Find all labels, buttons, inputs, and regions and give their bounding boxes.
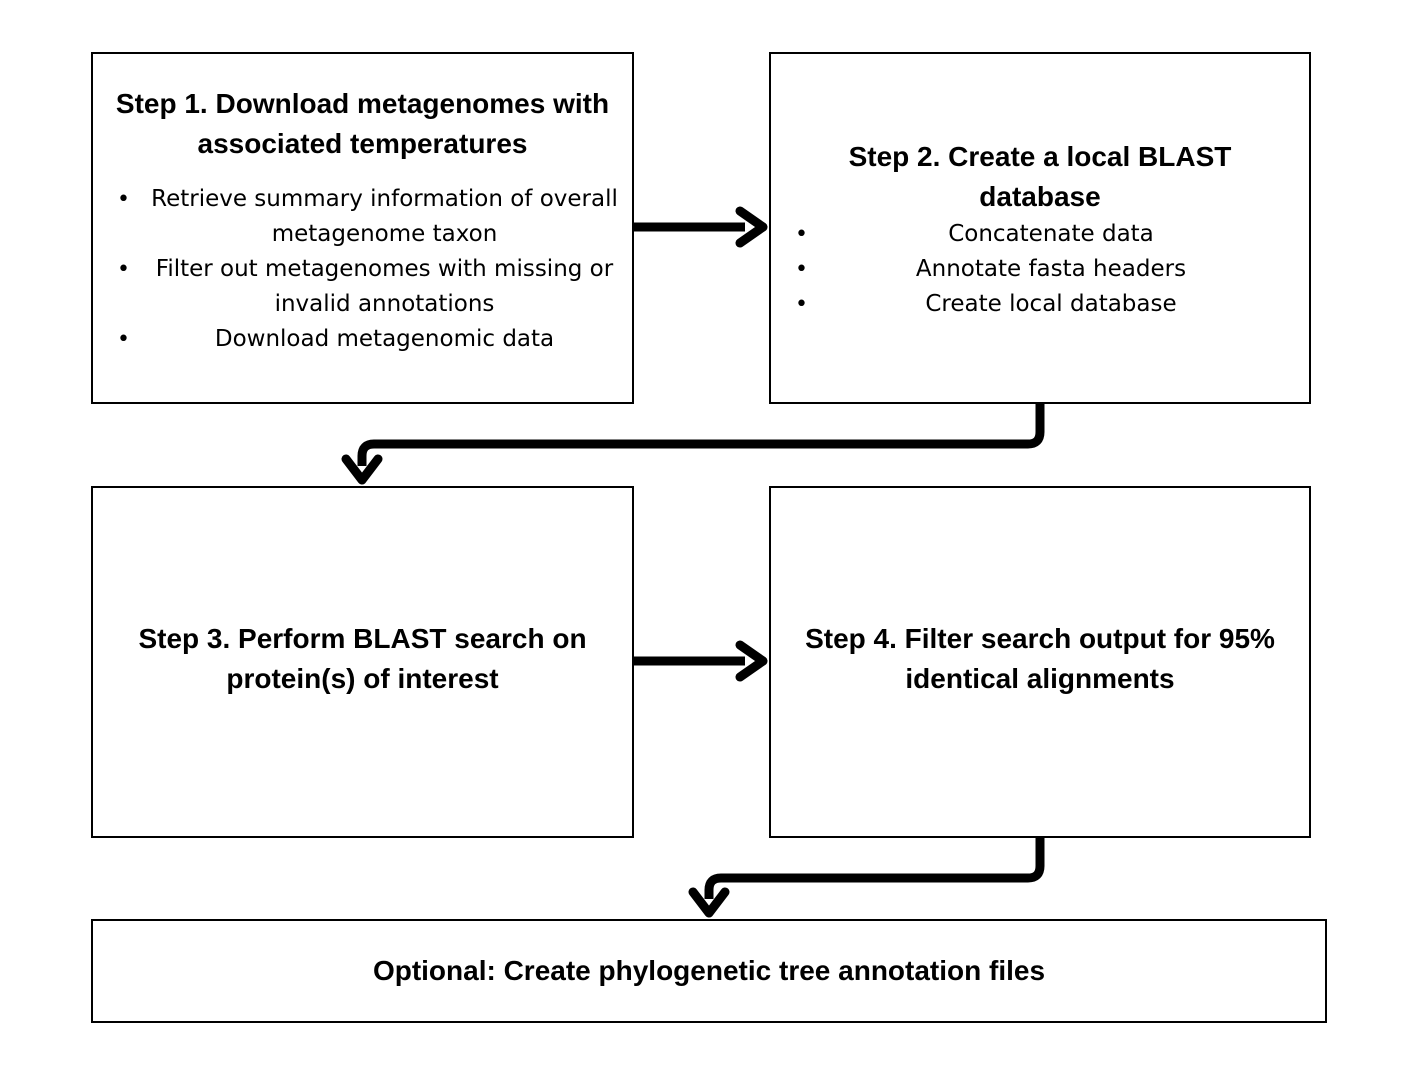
step-4-box: Step 4. Filter search output for 95% ide… <box>769 486 1311 838</box>
list-item: • Retrieve summary information of overal… <box>93 182 632 252</box>
step-2-bullet-list: • Concatenate data • Annotate fasta head… <box>771 217 1309 322</box>
step-4-title: Step 4. Filter search output for 95% ide… <box>805 623 1275 694</box>
step-3-title: Step 3. Perform BLAST search on protein(… <box>138 623 587 694</box>
step-1-box: Step 1. Download metagenomes with associ… <box>91 52 634 404</box>
bullet-icon: • <box>795 222 808 247</box>
arrow-step4-to-optional <box>688 838 1045 918</box>
step-2-box: Step 2. Create a local BLAST database • … <box>769 52 1311 404</box>
bullet-icon: • <box>117 327 130 352</box>
bullet-text: Filter out metagenomes with missing or i… <box>155 256 614 317</box>
bullet-text: Retrieve summary information of overall … <box>151 186 618 247</box>
step-1-bullet-list: • Retrieve summary information of overal… <box>93 182 632 357</box>
optional-box: Optional: Create phylogenetic tree annot… <box>91 919 1327 1023</box>
bullet-icon: • <box>795 292 808 317</box>
bullet-text: Create local database <box>925 291 1177 317</box>
step-3-box: Step 3. Perform BLAST search on protein(… <box>91 486 634 838</box>
arrow-step2-to-step3 <box>341 404 1045 485</box>
bullet-icon: • <box>795 257 808 282</box>
step-1-title: Step 1. Download metagenomes with associ… <box>115 88 610 159</box>
bullet-icon: • <box>117 257 130 282</box>
arrow-step1-to-step2 <box>634 206 768 248</box>
optional-title: Optional: Create phylogenetic tree annot… <box>372 955 1046 986</box>
bullet-text: Concatenate data <box>948 221 1154 247</box>
bullet-icon: • <box>117 187 130 212</box>
list-item: • Download metagenomic data <box>93 322 632 357</box>
arrow-step3-to-step4 <box>634 640 768 682</box>
bullet-text: Annotate fasta headers <box>915 256 1187 282</box>
bullet-text: Download metagenomic data <box>214 326 555 352</box>
list-item: • Filter out metagenomes with missing or… <box>93 252 632 322</box>
list-item: • Annotate fasta headers <box>771 252 1309 287</box>
step-2-title: Step 2. Create a local BLAST database <box>848 141 1232 212</box>
list-item: • Create local database <box>771 287 1309 322</box>
list-item: • Concatenate data <box>771 217 1309 252</box>
